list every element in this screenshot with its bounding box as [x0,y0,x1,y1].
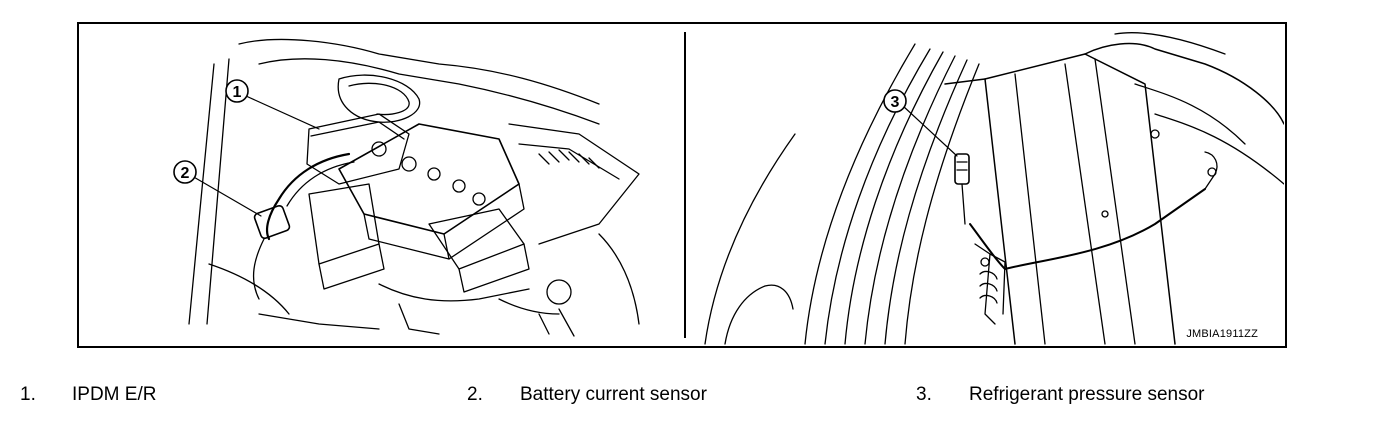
legend-number: 3. [916,384,932,405]
legend-label: Refrigerant pressure sensor [969,384,1205,405]
radiator-view: 3 JMBIA1911ZZ [685,24,1284,345]
legend-number: 2. [467,384,483,405]
legend-label: Battery current sensor [520,384,707,405]
panel-divider [684,32,686,338]
callout-2 [173,160,197,184]
legend-label: IPDM E/R [72,384,157,405]
callout-2-label: 2 [181,165,190,182]
callout-1-label: 1 [233,84,242,101]
callout-3-label: 3 [891,94,900,111]
callout-3 [883,89,907,113]
callout-1 [225,79,249,103]
legend-number: 1. [20,384,36,405]
engine-compartment-view: 1 2 [79,24,682,345]
image-code: JMBIA1911ZZ [1186,328,1258,340]
diagram-frame: 1 2 [77,22,1287,348]
